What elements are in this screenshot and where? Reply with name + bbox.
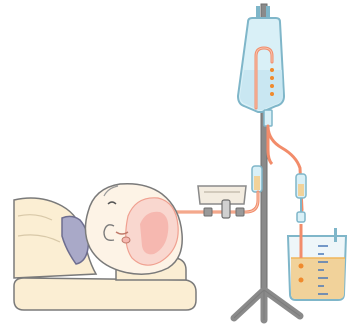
drip-chamber-right-icon xyxy=(296,174,306,222)
iv-bag-icon xyxy=(238,6,284,126)
person-lying-icon xyxy=(14,184,182,278)
tube-clamp-icon xyxy=(198,186,246,218)
measuring-cup-icon xyxy=(288,224,346,300)
